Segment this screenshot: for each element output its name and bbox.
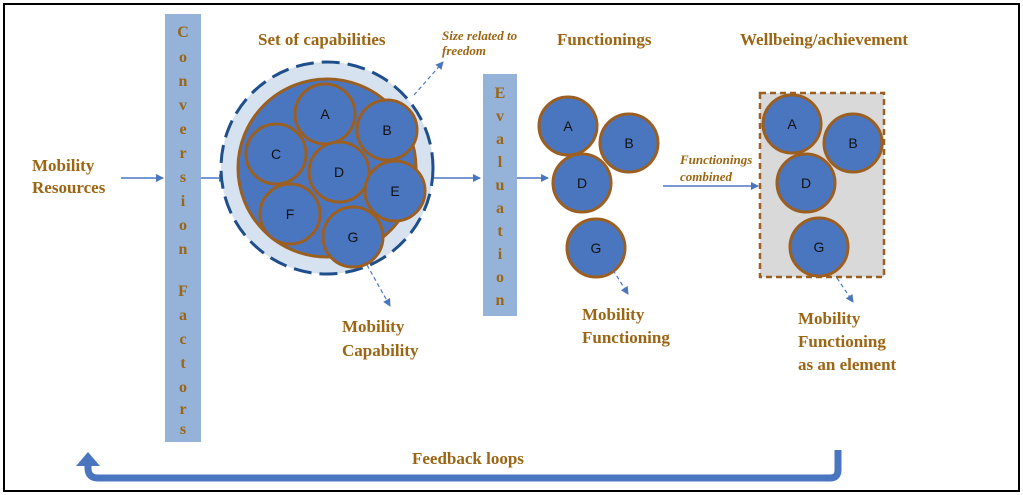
conversion-factors-letter: c: [179, 331, 186, 348]
wellbeing-circle-g: [788, 216, 850, 278]
capability-circle-c: [244, 122, 308, 186]
conversion-factors-letter: n: [179, 241, 188, 258]
conversion-factors-letter: F: [178, 283, 188, 300]
conversion-factors-letter: t: [180, 355, 186, 372]
capability-circle-label: G: [348, 229, 359, 245]
capability-circle-label: F: [286, 206, 295, 222]
capability-circles: A B C D E F G: [244, 82, 427, 269]
functioning-circle-g: [565, 217, 627, 279]
evaluation-letter: t: [497, 223, 503, 240]
wellbeing-circle-label: B: [848, 135, 857, 151]
functioning-circle-label: B: [624, 135, 633, 151]
capability-circle-label: B: [382, 122, 391, 138]
mobility-capability-pointer: [366, 264, 391, 307]
wellbeing-circle-label: G: [814, 239, 825, 255]
capability-circle-g: [321, 205, 385, 269]
functioning-circle-d: [551, 152, 613, 214]
functioning-circles: A B D G: [537, 95, 660, 279]
feedback-loop-arrow: [84, 450, 842, 482]
functionings-combined-line2: combined: [680, 169, 732, 184]
outer-frame: [3, 3, 1020, 492]
feedback-loop-arrowhead: [76, 452, 100, 466]
conversion-factors-letter: r: [179, 145, 186, 162]
conversion-factors-letter: o: [179, 217, 187, 234]
functioning-circle-b: [598, 112, 660, 174]
evaluation-bar: [483, 74, 517, 316]
conversion-factors-letter: s: [180, 421, 186, 438]
wellbeing-title: Wellbeing/achievement: [740, 30, 908, 49]
capability-circle-d: [307, 140, 371, 204]
conversion-factors-letter: n: [179, 73, 188, 90]
wellbeing-circles: A B D G: [761, 93, 884, 278]
conversion-factors-letter: i: [181, 193, 186, 210]
evaluation-letter: l: [498, 154, 503, 171]
mobility-functioning-line2: Functioning: [582, 328, 670, 347]
capability-circle-e: [363, 159, 427, 223]
conversion-factors-letter: r: [179, 401, 186, 418]
mobility-functioning-element-line2: Functioning: [798, 332, 886, 351]
size-note-pointer: [413, 61, 444, 96]
evaluation-letter: v: [496, 108, 504, 125]
evaluation-letter: a: [496, 200, 504, 217]
capability-circle-label: D: [334, 164, 344, 180]
size-note-line2: freedom: [442, 43, 486, 58]
wellbeing-circle-label: D: [801, 175, 811, 191]
evaluation-letter: a: [496, 131, 504, 148]
evaluation-letter: n: [496, 292, 505, 309]
evaluation-letter: u: [496, 177, 505, 194]
wellbeing-circle-label: A: [787, 116, 797, 132]
conversion-factors-letter: o: [179, 379, 187, 396]
capability-circle-label: E: [390, 183, 399, 199]
wellbeing-circle-d: [775, 152, 837, 214]
conversion-factors-letter: s: [180, 169, 186, 186]
mobility-functioning-element-pointer: [836, 277, 854, 303]
conversion-factors-letter: a: [179, 307, 187, 324]
functioning-circle-label: G: [591, 240, 602, 256]
functioning-circle-label: A: [563, 118, 573, 134]
evaluation-letter: E: [495, 85, 506, 102]
wellbeing-circle-b: [822, 112, 884, 174]
mobility-resources-label-line1: Mobility: [32, 156, 95, 175]
conversion-factors-bar: [165, 14, 201, 442]
capability-circle-b: [355, 98, 419, 162]
functioning-circle-a: [537, 95, 599, 157]
size-note-line1: Size related to: [442, 28, 518, 43]
conversion-factors-letter: v: [179, 97, 187, 114]
mobility-functioning-element-line3: as an element: [798, 355, 897, 374]
feedback-loops-label: Feedback loops: [412, 449, 524, 468]
mobility-capability-line1: Mobility: [342, 317, 405, 336]
mobility-capability-line2: Capability: [342, 341, 419, 360]
wellbeing-circle-a: [761, 93, 823, 155]
mobility-functioning-pointer: [612, 269, 629, 295]
functioning-circle-label: D: [577, 175, 587, 191]
capability-circle-f: [258, 182, 322, 246]
evaluation-letter: o: [496, 269, 504, 286]
functionings-title: Functionings: [557, 30, 652, 49]
conversion-factors-letter: C: [177, 24, 189, 41]
conversion-factors-letter: e: [179, 121, 186, 138]
mobility-functioning-line1: Mobility: [582, 305, 645, 324]
capability-circle-label: C: [271, 146, 281, 162]
capability-circle-label: A: [320, 106, 330, 122]
evaluation-letter: i: [498, 246, 503, 263]
mobility-functioning-element-line1: Mobility: [798, 309, 861, 328]
set-of-capabilities-title: Set of capabilities: [258, 30, 386, 49]
functionings-combined-line1: Functionings: [679, 152, 752, 167]
mobility-resources-label-line2: Resources: [32, 178, 106, 197]
conversion-factors-letter: o: [179, 49, 187, 66]
